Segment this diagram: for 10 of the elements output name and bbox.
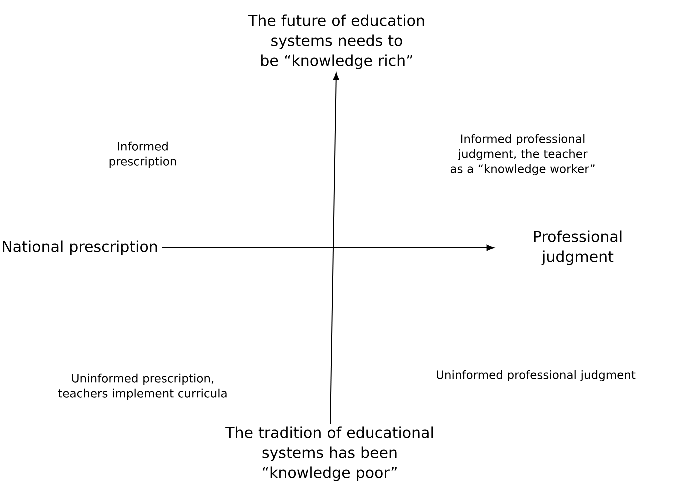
axis-label: Professional judgment xyxy=(534,230,622,266)
axis-arrow xyxy=(330,72,340,426)
axis-arrow xyxy=(162,244,494,252)
axis-label: The future of education systems needs to be “knowledge rich” xyxy=(248,14,424,70)
quadrant-label: Informed prescription xyxy=(110,142,176,168)
quadrant-label: Uninformed professional judgment xyxy=(437,370,636,382)
axis-label: National prescription xyxy=(3,240,158,256)
axis-label: The tradition of educational systems has been “knowledge poor” xyxy=(226,426,434,482)
quadrant-label: Informed professional judgment, the teacher as a “knowledge worker” xyxy=(450,134,595,176)
quadrant-label: Uninformed prescription, teachers implement curricula xyxy=(58,374,227,400)
